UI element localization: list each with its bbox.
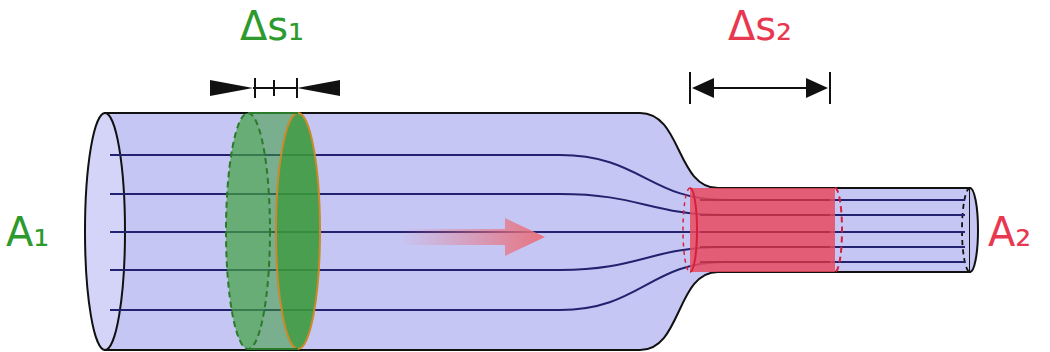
length-label: Δs₂ (728, 4, 792, 48)
volume-slice-1 (226, 113, 320, 349)
dimension-2 (690, 72, 830, 104)
area-label: A₂ (988, 210, 1031, 254)
area-label: A₁ (6, 210, 49, 254)
volume-slice-2 (683, 188, 842, 272)
pipe-outlet-front (970, 188, 978, 272)
flow-arrow (400, 218, 545, 256)
pipe-body (105, 113, 970, 350)
length-label: Δs₁ (240, 4, 304, 48)
dimension-1 (210, 78, 340, 98)
